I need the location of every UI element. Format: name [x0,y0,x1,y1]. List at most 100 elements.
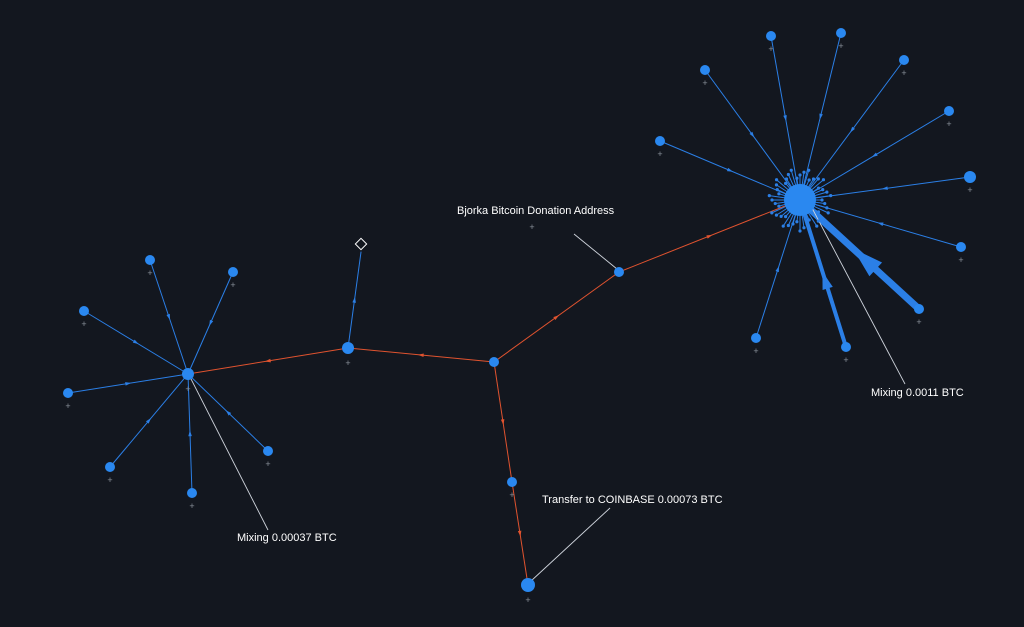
edges-layer [67,32,971,586]
leaf-node [964,171,976,183]
edge-arrow [783,115,787,122]
leaf-node [899,55,909,65]
expand-plus-icon: + [265,459,270,469]
leaf-node [655,136,665,146]
leaf-node [145,255,155,265]
expand-plus-icon: + [901,68,906,78]
edge-arrow [132,339,139,345]
hub-fan-edge [776,179,789,191]
hub-fan-dot [784,177,789,181]
intermediate-left-node [342,342,354,354]
hub-fan-dot [816,177,820,181]
hub-fan-edge [787,213,795,226]
expand-plus-icon: + [230,280,235,290]
hub-fan-dot [816,186,821,190]
intermediate-node [489,357,499,367]
mixing-left-label: Mixing 0.00037 BTC [237,532,337,544]
hub-fan-edge [771,205,787,214]
edge-arrow [553,315,560,321]
hub-fan-dot [777,204,781,208]
donation-address-label: Bjorka Bitcoin Donation Address [457,205,615,217]
hub-fan-dot [823,201,827,206]
hub-fan-dot [770,198,774,202]
coinbase-label: Transfer to COINBASE 0.00073 BTC [542,494,723,506]
hub-fan-edge [814,201,825,205]
hub-fan-dot [770,211,774,215]
hub-fan-edge [809,178,819,189]
coinbase-relay-node [507,477,517,487]
edge-arrow [822,271,833,291]
hub-fan-dot [795,176,799,180]
hub-fan-edge [777,189,787,195]
expand-markers-layer: +++++++++++++++++++++++ [65,41,972,605]
coinbase-leader-line [530,507,611,582]
leaf-node [263,446,273,456]
expand-plus-icon: + [107,475,112,485]
hub-fan-edge [786,178,793,188]
hub-fan-edge [780,209,789,217]
hub-fan-edge [776,207,788,216]
cluster-hub-node [784,184,816,216]
hub-fan-edge [809,211,819,222]
donation-address-node [614,267,624,277]
expand-plus-icon: + [345,358,350,368]
hub-fan-edge [807,178,814,188]
hub-fan-dot [817,214,821,218]
edge-arrow [500,419,505,426]
hub-fan-edge [769,195,786,199]
hub-fan-dot [802,170,806,174]
hub-fan-dot [805,222,809,226]
edge-arrow [517,530,522,537]
hub-fan-dot [773,201,777,206]
hub-fan-dot [816,210,821,214]
hub-fan-edge [813,189,823,195]
hub-fan-dot [829,193,833,198]
edge-arrow [225,410,232,416]
expand-plus-icon: + [753,346,758,356]
expand-plus-icon: + [81,319,86,329]
hub-fan-dot [821,178,826,182]
arrowheads-layer [125,113,888,537]
expand-plus-icon: + [967,185,972,195]
expand-plus-icon: + [946,119,951,129]
expand-plus-icon: + [147,268,152,278]
hub-fan-dot [815,224,819,228]
hub-fan-dot [798,173,802,177]
edge-arrow [726,167,733,172]
edge-arrow [166,313,171,321]
hub-fan-dot [798,229,802,233]
hub-fan-edge [814,195,831,199]
edge-arrow [145,418,152,424]
hub-fan-edge [801,214,805,228]
mixing-left-leader-line [189,376,269,531]
coinbase-node [521,578,535,592]
hub-fan-dot [816,219,820,223]
hub-fan-edge [811,179,824,191]
hub-fan-dot [783,215,788,219]
hub-fan-edge [803,170,810,186]
edge-arrow [264,358,271,363]
hub-fan-dot [786,172,790,177]
leaf-node [914,304,924,314]
leaf-node [751,333,761,343]
mixing-hub-node [182,368,194,380]
expand-plus-icon: + [768,44,773,54]
edge-arrow [775,265,779,273]
leaf-node [944,106,954,116]
leaf-node [836,28,846,38]
unknown-diamond-icon [354,237,368,251]
hub-fan-edge [776,184,788,193]
edge-arrow [352,296,356,303]
hub-fan-dot [789,168,793,172]
hub-fan-dot [786,223,790,228]
hub-fan-edge [813,205,829,214]
hub-fan-dot [767,193,771,198]
hub-fan-edge [814,203,828,209]
leaf-node [766,31,776,41]
hub-fan-dot [825,206,829,210]
hub-fan-edge [790,170,797,186]
leaf-node [956,242,966,252]
edge-arrow [417,353,424,358]
edge-arrow [125,382,132,386]
hub-fan-dot [774,183,779,187]
